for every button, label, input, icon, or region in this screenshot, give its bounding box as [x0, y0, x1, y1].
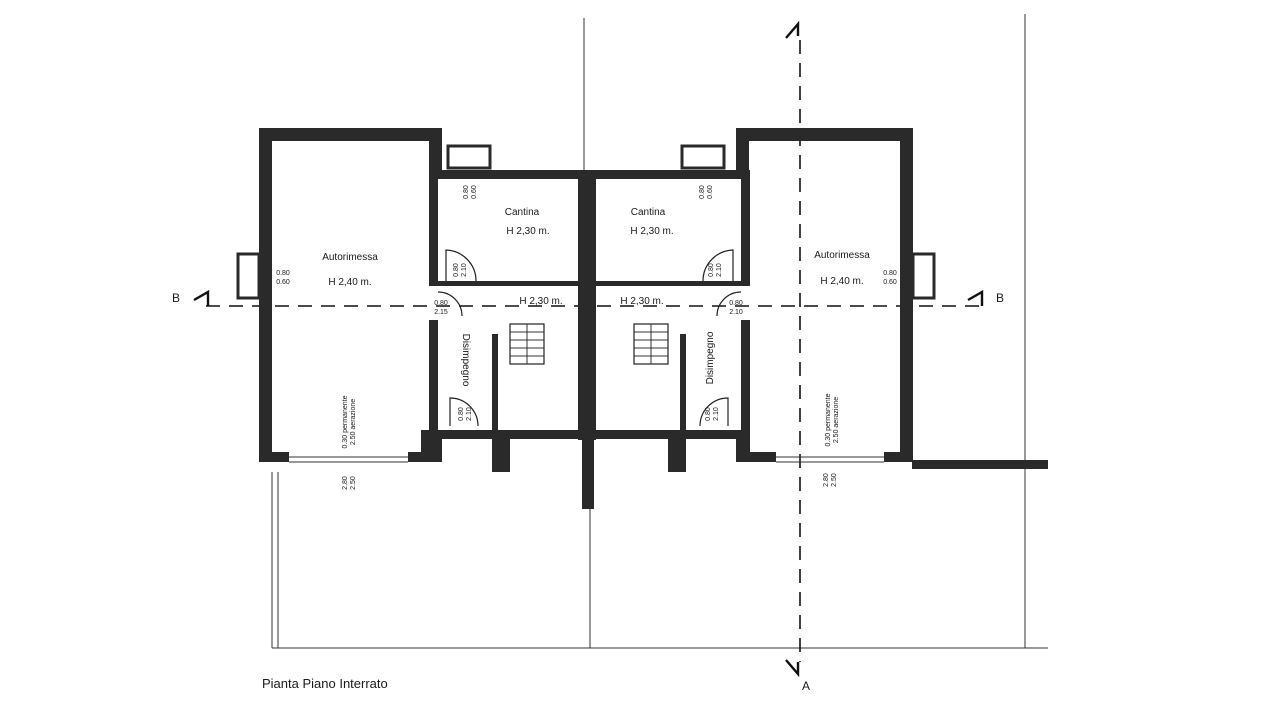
- well-dim-right-bottom: 0.60: [707, 185, 714, 199]
- label-cantina-left: Cantina: [505, 207, 540, 218]
- label-disimpegno-right: Disimpegno: [705, 331, 716, 384]
- door-dim-disimpegno-left-top: 0.80: [434, 300, 448, 307]
- well-dim-left-bottom: 0.60: [471, 185, 478, 199]
- garage-gates: [289, 456, 884, 463]
- site-lines: [271, 14, 1048, 649]
- gate-dim-left-top: 2.80: [342, 476, 349, 490]
- door-dim-disimpegno-left-bottom: 2.15: [434, 309, 448, 316]
- door-dim-cantina-right-bottom: 2.10: [716, 263, 723, 277]
- gate-dim-right-top: 2.80: [823, 473, 830, 487]
- section-a-label: A: [802, 679, 810, 693]
- walls: [236, 128, 936, 509]
- window-dim-right-bottom: 0.60: [883, 279, 897, 286]
- window-dim-left-top: 0.80: [276, 270, 290, 277]
- section-b-arrow-right: [967, 289, 984, 306]
- section-b-arrow-left: [193, 289, 210, 306]
- door-dim-cantina-left-top: 0.80: [453, 263, 460, 277]
- door-dim-cantina-right-top: 0.80: [708, 263, 715, 277]
- section-a-arrow-bottom: [785, 659, 800, 678]
- vent-note-left-1: 0.30 permanente: [342, 395, 349, 448]
- staircase-left: [492, 323, 545, 430]
- height-disimpegno-left: H 2,30 m.: [519, 296, 562, 307]
- door-dim-disimpegno-right-top: 0.80: [729, 300, 743, 307]
- door-dim-bottom-left-top: 0.80: [458, 407, 465, 421]
- section-a-arrow-top: [785, 20, 800, 39]
- staircase-right: [633, 323, 686, 430]
- door-dim-disimpegno-right-bottom: 2.10: [729, 309, 743, 316]
- vent-note-left-2: 2.50 aerazione: [350, 399, 357, 445]
- door-dim-bottom-left-bottom: 2.10: [466, 407, 473, 421]
- label-cantina-right: Cantina: [631, 207, 666, 218]
- door-dim-bottom-right-top: 0.80: [705, 407, 712, 421]
- label-autorimessa-right: Autorimessa: [814, 250, 870, 261]
- gate-dim-left-bottom: 2.50: [350, 476, 357, 490]
- section-b-label-right: B: [996, 291, 1004, 305]
- gate-dim-right-bottom: 2.50: [831, 473, 838, 487]
- section-lines: [193, 20, 985, 678]
- height-autorimessa-left: H 2,40 m.: [328, 277, 371, 288]
- door-dim-bottom-right-bottom: 2.10: [713, 407, 720, 421]
- well-dim-right-top: 0.80: [699, 185, 706, 199]
- height-cantina-right: H 2,30 m.: [630, 226, 673, 237]
- height-cantina-left: H 2,30 m.: [506, 226, 549, 237]
- vent-note-right-2: 2.50 aerazione: [833, 397, 840, 443]
- window-dim-right-top: 0.80: [883, 270, 897, 277]
- label-disimpegno-left: Disimpegno: [460, 334, 471, 387]
- doors: [437, 249, 742, 427]
- door-dim-cantina-left-bottom: 2.10: [461, 263, 468, 277]
- height-autorimessa-right: H 2,40 m.: [820, 276, 863, 287]
- well-dim-left-top: 0.80: [463, 185, 470, 199]
- label-autorimessa-left: Autorimessa: [322, 252, 378, 263]
- vent-note-right-1: 0.30 permanente: [825, 393, 832, 446]
- height-disimpegno-right: H 2,30 m.: [620, 296, 663, 307]
- section-b-label-left: B: [172, 291, 180, 305]
- drawing-caption: Pianta Piano Interrato: [262, 676, 388, 691]
- window-dim-left-bottom: 0.60: [276, 279, 290, 286]
